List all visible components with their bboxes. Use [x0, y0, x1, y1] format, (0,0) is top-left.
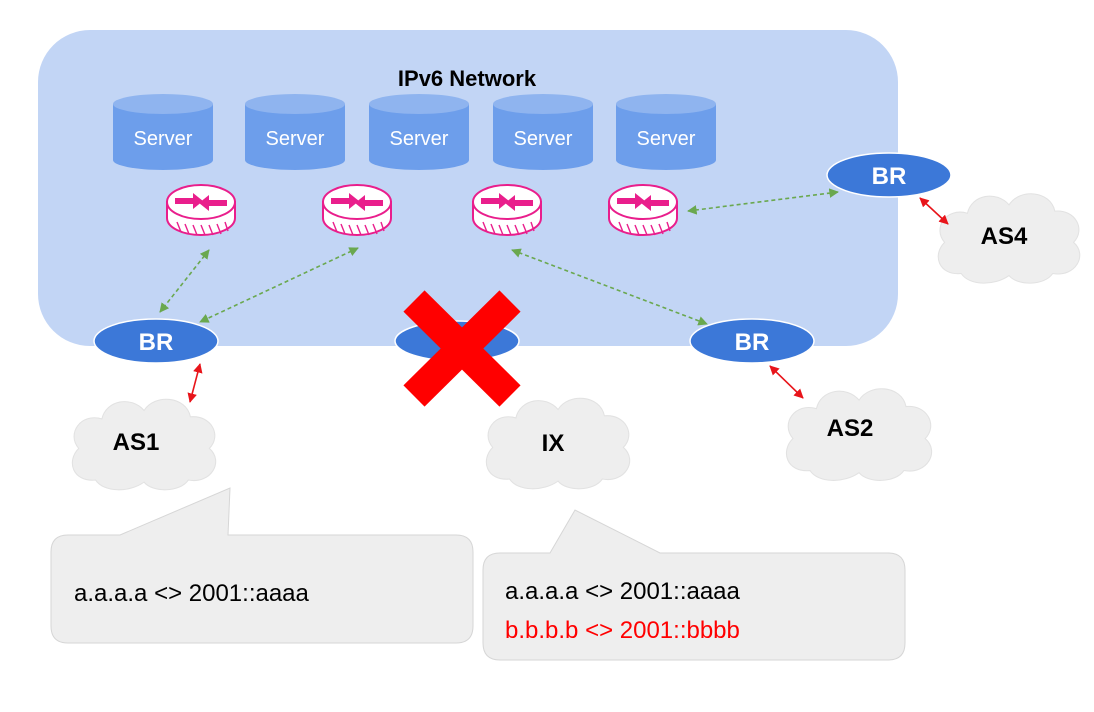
server-4: Server — [493, 94, 593, 170]
peering-br2-as2 — [769, 365, 804, 399]
callout-ix-bubble — [482, 509, 906, 661]
server-label: Server — [514, 128, 573, 150]
as2-label: AS2 — [827, 415, 874, 442]
link-router2-br1 — [199, 247, 359, 323]
callout-ix-line2: b.b.b.b <> 2001::bbbb — [505, 617, 740, 644]
server-2: Server — [245, 94, 345, 170]
br-label: BR — [872, 163, 907, 190]
br-label: BR — [735, 329, 770, 356]
server-label: Server — [266, 128, 325, 150]
cloud-as1: AS1 — [71, 398, 217, 491]
br-label: BR — [139, 329, 174, 356]
server-5: Server — [616, 94, 716, 170]
cloud-ix: IX — [485, 397, 631, 490]
server-3: Server — [369, 94, 469, 170]
peering-br1-as1 — [187, 363, 203, 403]
server-label: Server — [134, 128, 193, 150]
as1-label: AS1 — [113, 429, 160, 456]
cloud-as4: AS4 — [937, 193, 1081, 284]
cloud-as2: AS2 — [785, 388, 933, 481]
as4-label: AS4 — [981, 223, 1028, 250]
border-router-as1: BR — [93, 318, 219, 364]
border-router-as2: BR — [689, 318, 815, 364]
ix-label: IX — [542, 430, 565, 457]
peering-br4-as4 — [919, 197, 949, 225]
router-icon — [322, 184, 392, 236]
router-icon — [608, 184, 678, 236]
callout-as1-bubble — [50, 487, 474, 644]
network-title: IPv6 Network — [398, 66, 537, 91]
border-router-as4: BR — [826, 152, 952, 198]
server-label: Server — [390, 128, 449, 150]
server-label: Server — [637, 128, 696, 150]
failure-cross-icon — [403, 290, 521, 407]
link-router1-br1 — [159, 249, 210, 313]
server-1: Server — [113, 94, 213, 170]
router-icon — [166, 184, 236, 236]
callout-ix-line1: a.a.a.a <> 2001::aaaa — [505, 578, 741, 605]
callout-as1-line1: a.a.a.a <> 2001::aaaa — [74, 580, 310, 607]
router-icon — [472, 184, 542, 236]
